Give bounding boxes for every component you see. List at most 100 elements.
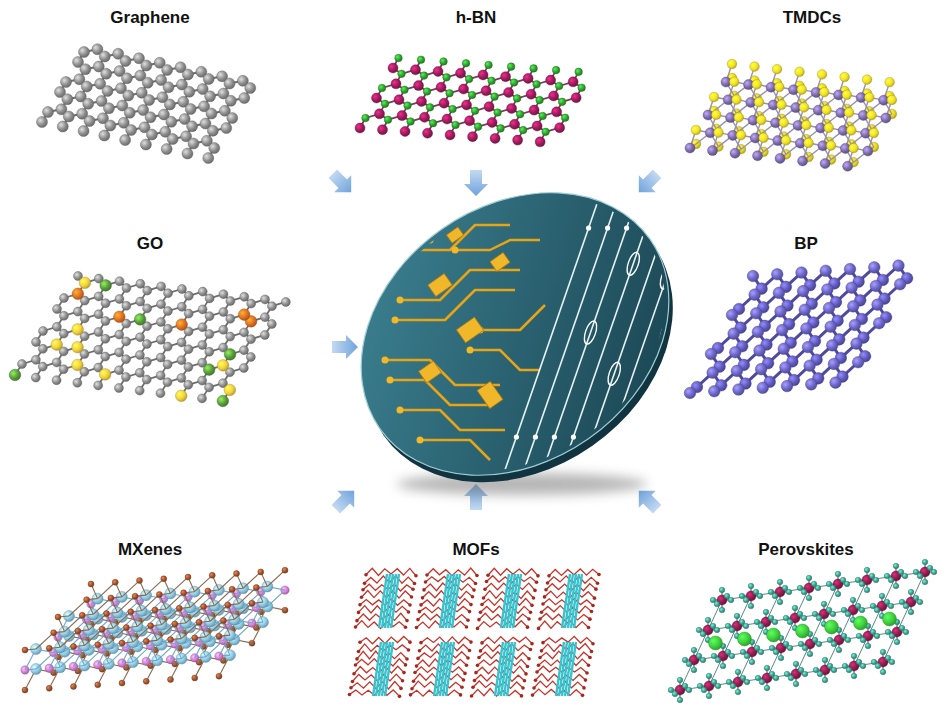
tmdc-lattice: [840, 72, 850, 82]
graphene-lattice: [121, 73, 132, 84]
hbn-lattice: [513, 95, 521, 103]
hbn-lattice: [397, 111, 407, 121]
mxene-lattice: [234, 603, 252, 619]
graphene-oxide-lattice: [80, 314, 89, 323]
graphene-lattice: [209, 143, 220, 154]
graphene-oxide-lattice: [31, 355, 40, 364]
hbn-lattice: [533, 80, 541, 88]
hbn-lattice: [516, 110, 524, 118]
graphene-oxide-lattice: [122, 301, 131, 310]
black-phosphorus-lattice: [799, 304, 811, 316]
mof-framework: [466, 618, 470, 622]
graphene-oxide-lattice: [267, 319, 276, 328]
mof-framework: [483, 587, 487, 591]
mof-framework: [413, 582, 417, 586]
mof-framework: [476, 627, 480, 631]
black-phosphorus-lattice: [823, 302, 835, 314]
tmdc-lattice: [824, 123, 834, 133]
mxene-lattice: [196, 619, 202, 625]
hbn-lattice: [426, 104, 434, 112]
hbn-lattice: [575, 68, 583, 76]
hbn-lattice: [529, 105, 539, 115]
graphene-oxide-lattice: [163, 378, 172, 387]
mof-framework: [472, 588, 476, 592]
hbn-lattice: [468, 91, 476, 99]
graphene-lattice: [79, 47, 90, 58]
black-phosphorus-lattice: [690, 266, 907, 393]
graphene-oxide-lattice: [246, 352, 255, 361]
graphene-oxide-lattice: [177, 338, 186, 347]
hbn-lattice: [468, 132, 478, 142]
graphene-oxide-lattice: [32, 338, 41, 347]
black-phosphorus-lattice: [894, 278, 906, 290]
graphene-oxide-lattice: [205, 347, 214, 356]
mxene-lattice: [123, 624, 129, 630]
tmdc-lattice: [822, 105, 832, 115]
mxene-lattice: [70, 644, 76, 650]
hbn-lattice: [523, 73, 533, 83]
mof-framework: [465, 625, 469, 629]
black-phosphorus-lattice: [826, 340, 838, 352]
graphene-oxide-lattice: [52, 358, 61, 367]
graphene-lattice: [144, 95, 155, 106]
tmdc-lattice: [849, 143, 859, 153]
hbn-lattice: [372, 93, 382, 103]
graphene-oxide-lattice: [59, 311, 68, 320]
graphene-lattice: [123, 90, 134, 101]
graphene-oxide-lattice: [136, 279, 145, 288]
graphene-oxide-lattice: [177, 302, 186, 311]
graphene-oxide-lattice: [99, 369, 111, 381]
tmdc-lattice: [756, 115, 766, 125]
black-phosphorus-lattice: [708, 385, 720, 397]
hbn-lattice: [539, 112, 547, 120]
mof-framework: [482, 596, 486, 600]
graphene-oxide-lattice: [203, 364, 215, 376]
graphene-oxide-lattice: [156, 353, 165, 362]
tmdc-lattice: [714, 128, 724, 138]
mof-framework: [348, 568, 601, 698]
mof-framework: [480, 603, 484, 607]
mof-framework: [411, 587, 415, 591]
graphene-oxide-lattice: [115, 366, 124, 375]
graphene-oxide-lattice: [136, 333, 145, 342]
mxene-lattice: [258, 569, 264, 575]
graphene-oxide-lattice: [52, 376, 61, 385]
mof-framework: [355, 619, 359, 623]
graphene-lattice: [105, 120, 116, 131]
tmdc-lattice: [779, 118, 789, 128]
graphene-oxide-lattice: [142, 339, 151, 348]
hbn-lattice: [449, 105, 457, 113]
graphene-oxide-lattice: [72, 359, 84, 371]
graphene-oxide-lattice: [261, 295, 270, 304]
graphene-oxide-lattice: [198, 323, 207, 332]
hbn-lattice: [497, 125, 505, 133]
black-phosphorus-lattice: [684, 260, 913, 399]
hbn-lattice: [378, 84, 386, 92]
tmdc-lattice: [775, 153, 785, 163]
graphene-lattice: [141, 60, 152, 71]
mxene-lattice: [25, 587, 285, 670]
mxene-lattice: [172, 621, 178, 627]
tmdc-lattice: [781, 136, 791, 146]
black-phosphorus-lattice: [757, 382, 769, 394]
graphene-lattice: [84, 116, 95, 127]
graphene-lattice: [99, 51, 110, 62]
hbn-lattice: [407, 118, 415, 126]
mxene-lattice: [22, 567, 288, 653]
hbn-lattice: [490, 133, 500, 143]
tmdc-lattice: [867, 110, 877, 120]
graphene-oxide-lattice: [157, 300, 166, 309]
mof-framework: [527, 617, 531, 621]
hbn-lattice: [388, 63, 398, 73]
hbn-lattice: [414, 81, 424, 91]
graphene-lattice: [161, 144, 172, 155]
black-phosphorus-lattice: [851, 338, 863, 350]
graphene-oxide-lattice: [15, 276, 286, 401]
hbn-lattice: [378, 125, 388, 135]
mxene-lattice: [79, 612, 85, 618]
mof-framework: [407, 610, 411, 614]
graphene-lattice: [164, 99, 175, 110]
graphene-lattice: [83, 98, 94, 109]
black-phosphorus-lattice: [776, 324, 788, 336]
